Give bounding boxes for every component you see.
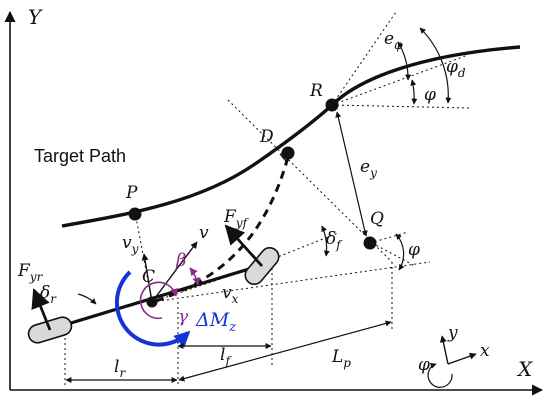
arc-delta-f xyxy=(321,225,330,257)
arc-e-phi xyxy=(397,41,412,81)
arc-delta-r xyxy=(77,293,97,305)
local-frame-x-axis xyxy=(447,352,477,365)
arc-beta xyxy=(189,267,201,286)
local-frame-y-label: y xyxy=(447,323,458,343)
label-v-y: vy xyxy=(122,233,139,256)
arc-phi-d xyxy=(419,27,452,104)
arc-phi-Q xyxy=(395,233,405,271)
label-D: D xyxy=(259,127,274,147)
arrow-v xyxy=(151,241,198,303)
point-R xyxy=(325,98,339,112)
dim-L-p xyxy=(178,320,392,382)
label-e-phi: eφ xyxy=(384,29,403,52)
label-F-yr: Fyr xyxy=(17,261,44,284)
label-v-x: vx xyxy=(222,283,239,306)
local-frame-x-label: x xyxy=(480,341,490,361)
label-v: v xyxy=(199,223,209,243)
label-F-yf: Fyf xyxy=(223,207,250,230)
local-frame-rotation-arc xyxy=(427,363,453,388)
arc-phi-R xyxy=(410,79,418,105)
arrow-F-yf xyxy=(224,224,264,267)
y-axis-label: Y xyxy=(28,5,43,29)
label-l-r: lr xyxy=(114,357,126,380)
x-axis-label: X xyxy=(516,357,533,381)
label-gamma: γ xyxy=(178,307,189,327)
point-D xyxy=(281,146,295,160)
point-P xyxy=(128,207,142,221)
local-frame-phi-label: φ xyxy=(418,355,430,375)
arc-gamma xyxy=(139,281,179,320)
arc-delta-Mz xyxy=(114,270,191,348)
arrow-v-y xyxy=(141,253,153,303)
label-delta-f: δf xyxy=(326,229,343,252)
label-R: R xyxy=(309,81,323,101)
lateral-error-arrow xyxy=(335,111,368,237)
local-frame-y-axis xyxy=(439,335,449,365)
label-l-f: lf xyxy=(220,345,232,368)
label-phi-Q: φ xyxy=(408,240,420,260)
vehicle-chassis-line xyxy=(47,260,273,332)
predicted-path-dashed xyxy=(155,156,290,303)
label-P: P xyxy=(125,183,138,203)
label-delta-Mz: ΔMz xyxy=(195,309,236,335)
label-L-p: Lp xyxy=(331,347,351,370)
arrow-F-yr xyxy=(31,288,52,331)
label-phi-d: φd xyxy=(446,57,466,80)
label-delta-r: δr xyxy=(40,283,57,306)
label-phi-R: φ xyxy=(424,85,436,105)
label-beta: β xyxy=(175,250,186,271)
label-Q: Q xyxy=(370,209,384,229)
point-Q xyxy=(363,236,377,250)
target-path-caption: Target Path xyxy=(34,146,126,166)
label-e-y: ey xyxy=(360,157,377,180)
